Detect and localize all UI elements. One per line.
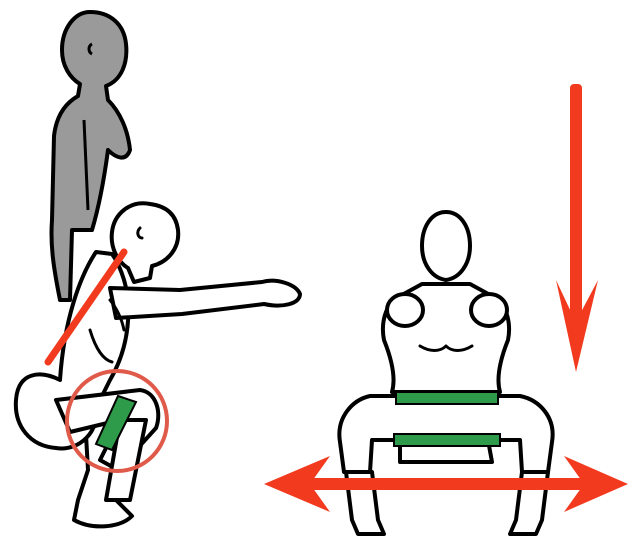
down-arrow: [556, 84, 598, 372]
thigh-band-right: [396, 392, 498, 404]
knee-band-right: [394, 434, 500, 446]
horizontal-double-arrow: [264, 456, 628, 512]
